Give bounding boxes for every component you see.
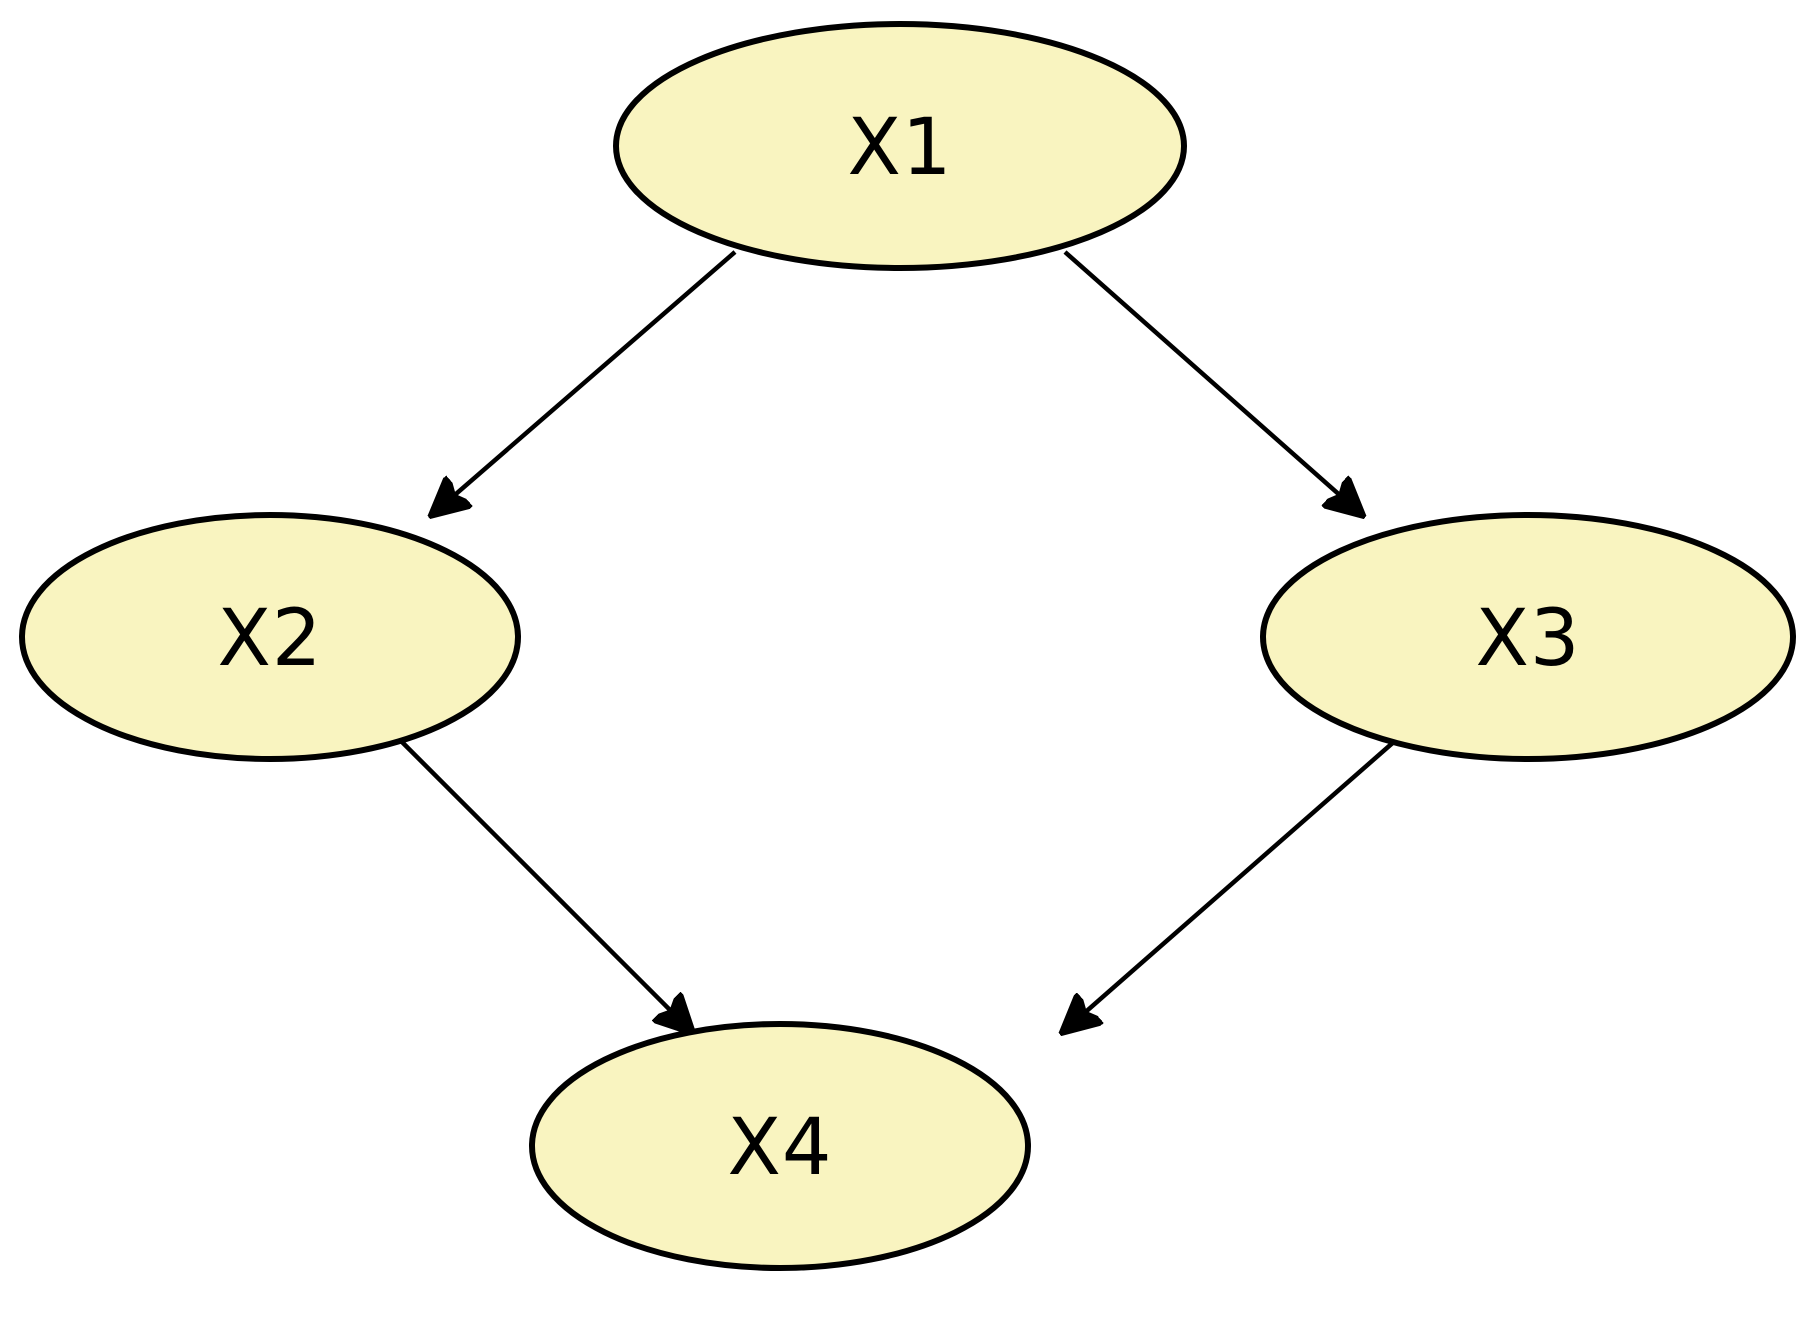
node-x3-label: X3 bbox=[1475, 594, 1580, 684]
node-x1-ellipse[interactable] bbox=[613, 21, 1187, 271]
node-x3[interactable]: X3 bbox=[1260, 512, 1796, 762]
node-x4[interactable]: X4 bbox=[529, 1021, 1031, 1271]
edge-x3-x4[interactable] bbox=[1065, 738, 1398, 1030]
edge-x2-x4-line bbox=[398, 738, 690, 1030]
node-x2[interactable]: X2 bbox=[19, 512, 521, 762]
node-x2-ellipse[interactable] bbox=[19, 512, 521, 762]
node-x1-label: X1 bbox=[847, 103, 952, 193]
node-x2-label: X2 bbox=[217, 594, 322, 684]
node-x1[interactable]: X1 bbox=[613, 21, 1187, 271]
nodes-group: X1 X2 X3 X4 bbox=[19, 21, 1796, 1271]
edge-x1-x2-line bbox=[434, 250, 737, 513]
edge-x2-x4[interactable] bbox=[398, 738, 690, 1030]
node-x4-label: X4 bbox=[727, 1103, 832, 1193]
edges-group bbox=[398, 250, 1398, 1030]
edge-x1-x3-line bbox=[1063, 250, 1360, 513]
node-x3-ellipse[interactable] bbox=[1260, 512, 1796, 762]
edge-x3-x4-line bbox=[1065, 738, 1398, 1030]
edge-x1-x2[interactable] bbox=[434, 250, 737, 513]
node-x4-ellipse[interactable] bbox=[529, 1021, 1031, 1271]
edge-x1-x3[interactable] bbox=[1063, 250, 1360, 513]
